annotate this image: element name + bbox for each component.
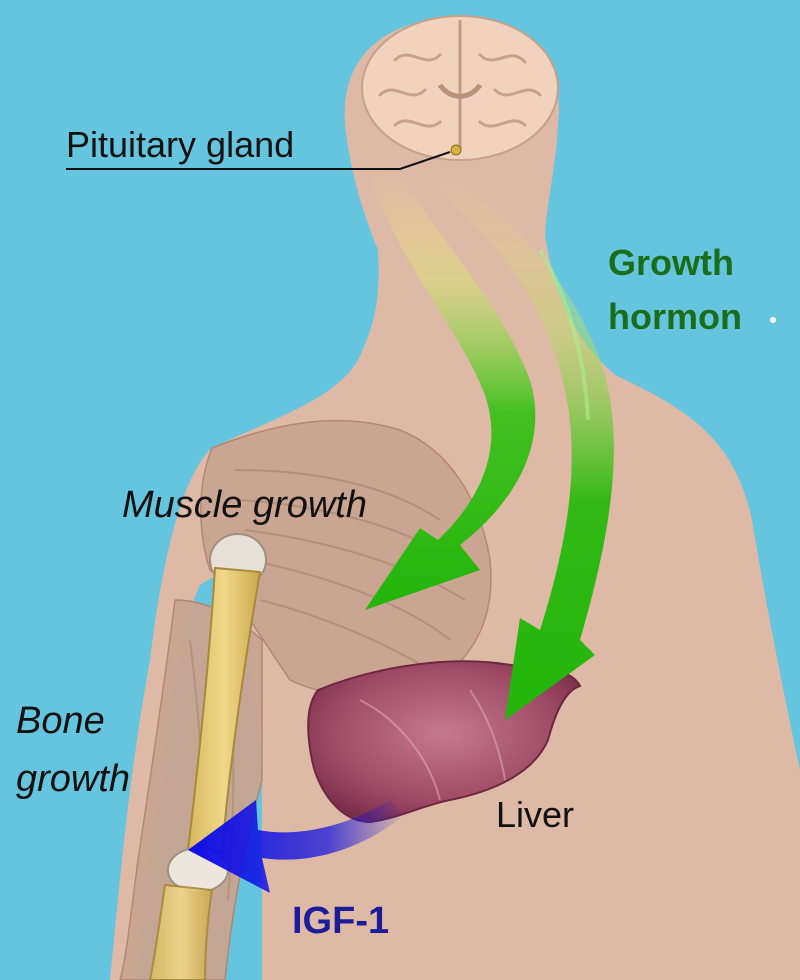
bone-growth-label-line1: Bone [16, 700, 105, 742]
arm-bone-illustration [148, 533, 267, 980]
igf1-arrow [188, 800, 405, 893]
brain-illustration [361, 15, 559, 161]
growth-hormone-label-line1: Growth [608, 242, 734, 283]
pituitary-marker [66, 144, 462, 170]
bone-growth-label-line2: growth [16, 758, 131, 800]
growth-hormone-arrow-muscle [365, 170, 536, 610]
small-white-mark [770, 317, 776, 323]
growth-hormone-label-line2: hormon [608, 296, 742, 337]
liver-label: Liver [496, 794, 575, 835]
pituitary-gland-label: Pituitary gland [66, 124, 295, 165]
igf1-label: IGF-1 [292, 900, 390, 942]
muscle-growth-label: Muscle growth [122, 484, 367, 526]
